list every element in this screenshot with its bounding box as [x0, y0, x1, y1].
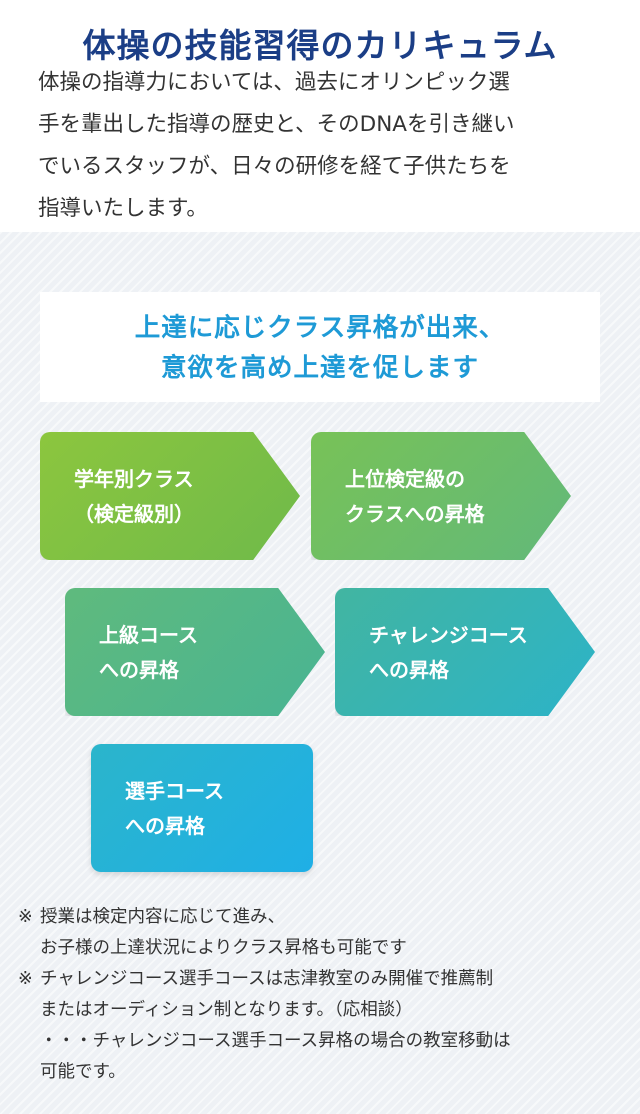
intro-line: 指導いたします。 — [38, 196, 208, 221]
step-label-line2: への昇格 — [99, 658, 179, 682]
step-label-line1: 上級コース — [99, 623, 198, 647]
note-mark: ※ — [18, 969, 33, 989]
step-card-challenge-course: チャレンジコース への昇格 — [335, 588, 595, 716]
note-line: ・・・チャレンジコース選手コース昇格の場合の教室移動は — [40, 1031, 511, 1051]
intro-line: 手を輩出した指導の歴史と、そのDNAを引き継い — [38, 112, 515, 137]
note-item: ※ 授業は検定内容に応じて進み、 お子様の上達状況によりクラス昇格も可能です — [18, 902, 628, 964]
step-card-athlete-course: 選手コース への昇格 — [91, 744, 313, 872]
intro-line: 体操の指導力においては、過去にオリンピック選 — [38, 70, 510, 95]
note-line: またはオーディション制となります。（応相談） — [40, 1000, 413, 1020]
step-label-line1: 学年別クラス — [74, 467, 194, 491]
step-label-line1: チャレンジコース — [369, 623, 528, 647]
step-card-advanced-course: 上級コース への昇格 — [65, 588, 325, 716]
headline-line-1: 上達に応じクラス昇格が出来、 — [134, 313, 506, 343]
intro-line: でいるスタッフが、日々の研修を経て子供たちを — [38, 154, 511, 179]
note-line: お子様の上達状況によりクラス昇格も可能です — [40, 938, 407, 958]
step-label-line2: への昇格 — [125, 814, 205, 838]
intro-paragraph: 体操の指導力においては、過去にオリンピック選 手を輩出した指導の歴史と、そのDN… — [38, 62, 608, 230]
step-label-line2: クラスへの昇格 — [345, 502, 485, 526]
note-mark: ※ — [18, 907, 33, 927]
note-line: 可能です。 — [40, 1062, 126, 1082]
step-label-line1: 上位検定級の — [345, 467, 465, 491]
step-label-line2: への昇格 — [369, 658, 449, 682]
step-card-upper-grade: 上位検定級の クラスへの昇格 — [311, 432, 571, 560]
page-title: 体操の技能習得のカリキュラム — [82, 26, 558, 66]
note-item: ※ チャレンジコース選手コースは志津教室のみ開催で推薦制 またはオーディション制… — [18, 964, 628, 1088]
headline-line-2: 意欲を高め上達を促します — [160, 353, 479, 383]
step-label-line2: （検定級別） — [74, 502, 194, 526]
headline-box: 上達に応じクラス昇格が出来、 意欲を高め上達を促します — [40, 292, 600, 402]
notes: ※ 授業は検定内容に応じて進み、 お子様の上達状況によりクラス昇格も可能です ※… — [18, 902, 628, 1088]
note-line: 授業は検定内容に応じて進み、 — [40, 907, 285, 927]
note-line: チャレンジコース選手コースは志津教室のみ開催で推薦制 — [40, 969, 494, 989]
step-label-line1: 選手コース — [125, 779, 224, 803]
step-card-grade-class: 学年別クラス （検定級別） — [40, 432, 300, 560]
